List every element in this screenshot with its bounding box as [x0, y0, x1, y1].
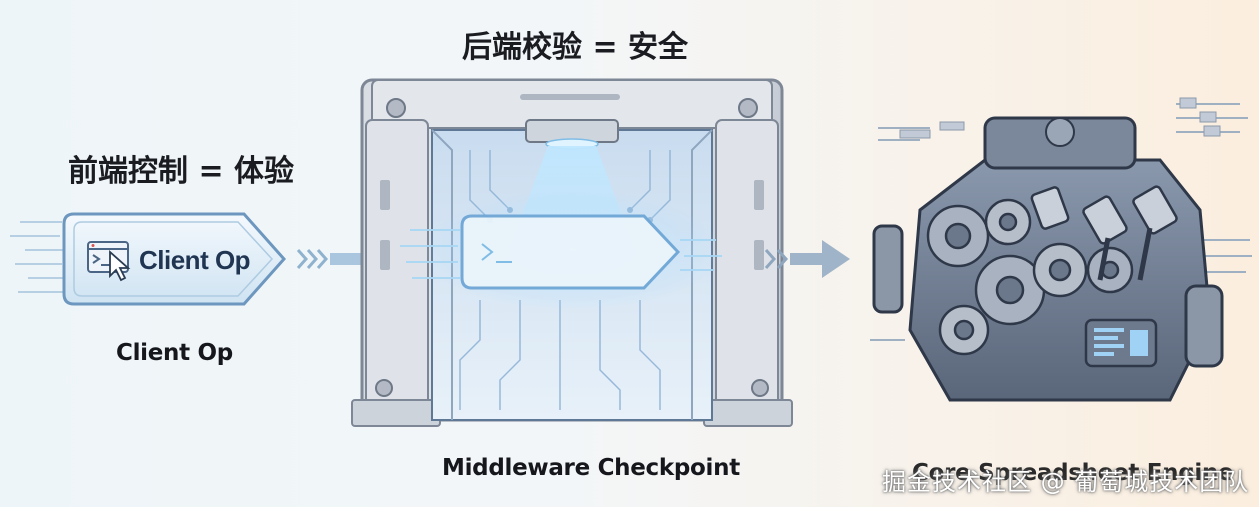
- middleware-caption: Middleware Checkpoint: [442, 455, 740, 481]
- arrow-gate-to-engine: [764, 240, 850, 278]
- client-op-pill: [62, 212, 287, 306]
- middleware-gate: [351, 78, 793, 427]
- client-op-label: Client Op: [139, 245, 251, 275]
- client-op-caption: Client Op: [116, 340, 233, 366]
- frontend-heading: 前端控制 = 体验: [68, 154, 295, 189]
- cursor-icon: [109, 249, 131, 282]
- backend-heading: 后端校验 = 安全: [462, 30, 689, 65]
- watermark-text: 掘金技术社区 @ 葡萄城技术团队: [882, 468, 1250, 496]
- spreadsheet-engine: [870, 97, 1252, 402]
- motion-lines-left: [10, 221, 66, 293]
- engine-caption: Core Spreadsheet Engine: [912, 460, 1234, 486]
